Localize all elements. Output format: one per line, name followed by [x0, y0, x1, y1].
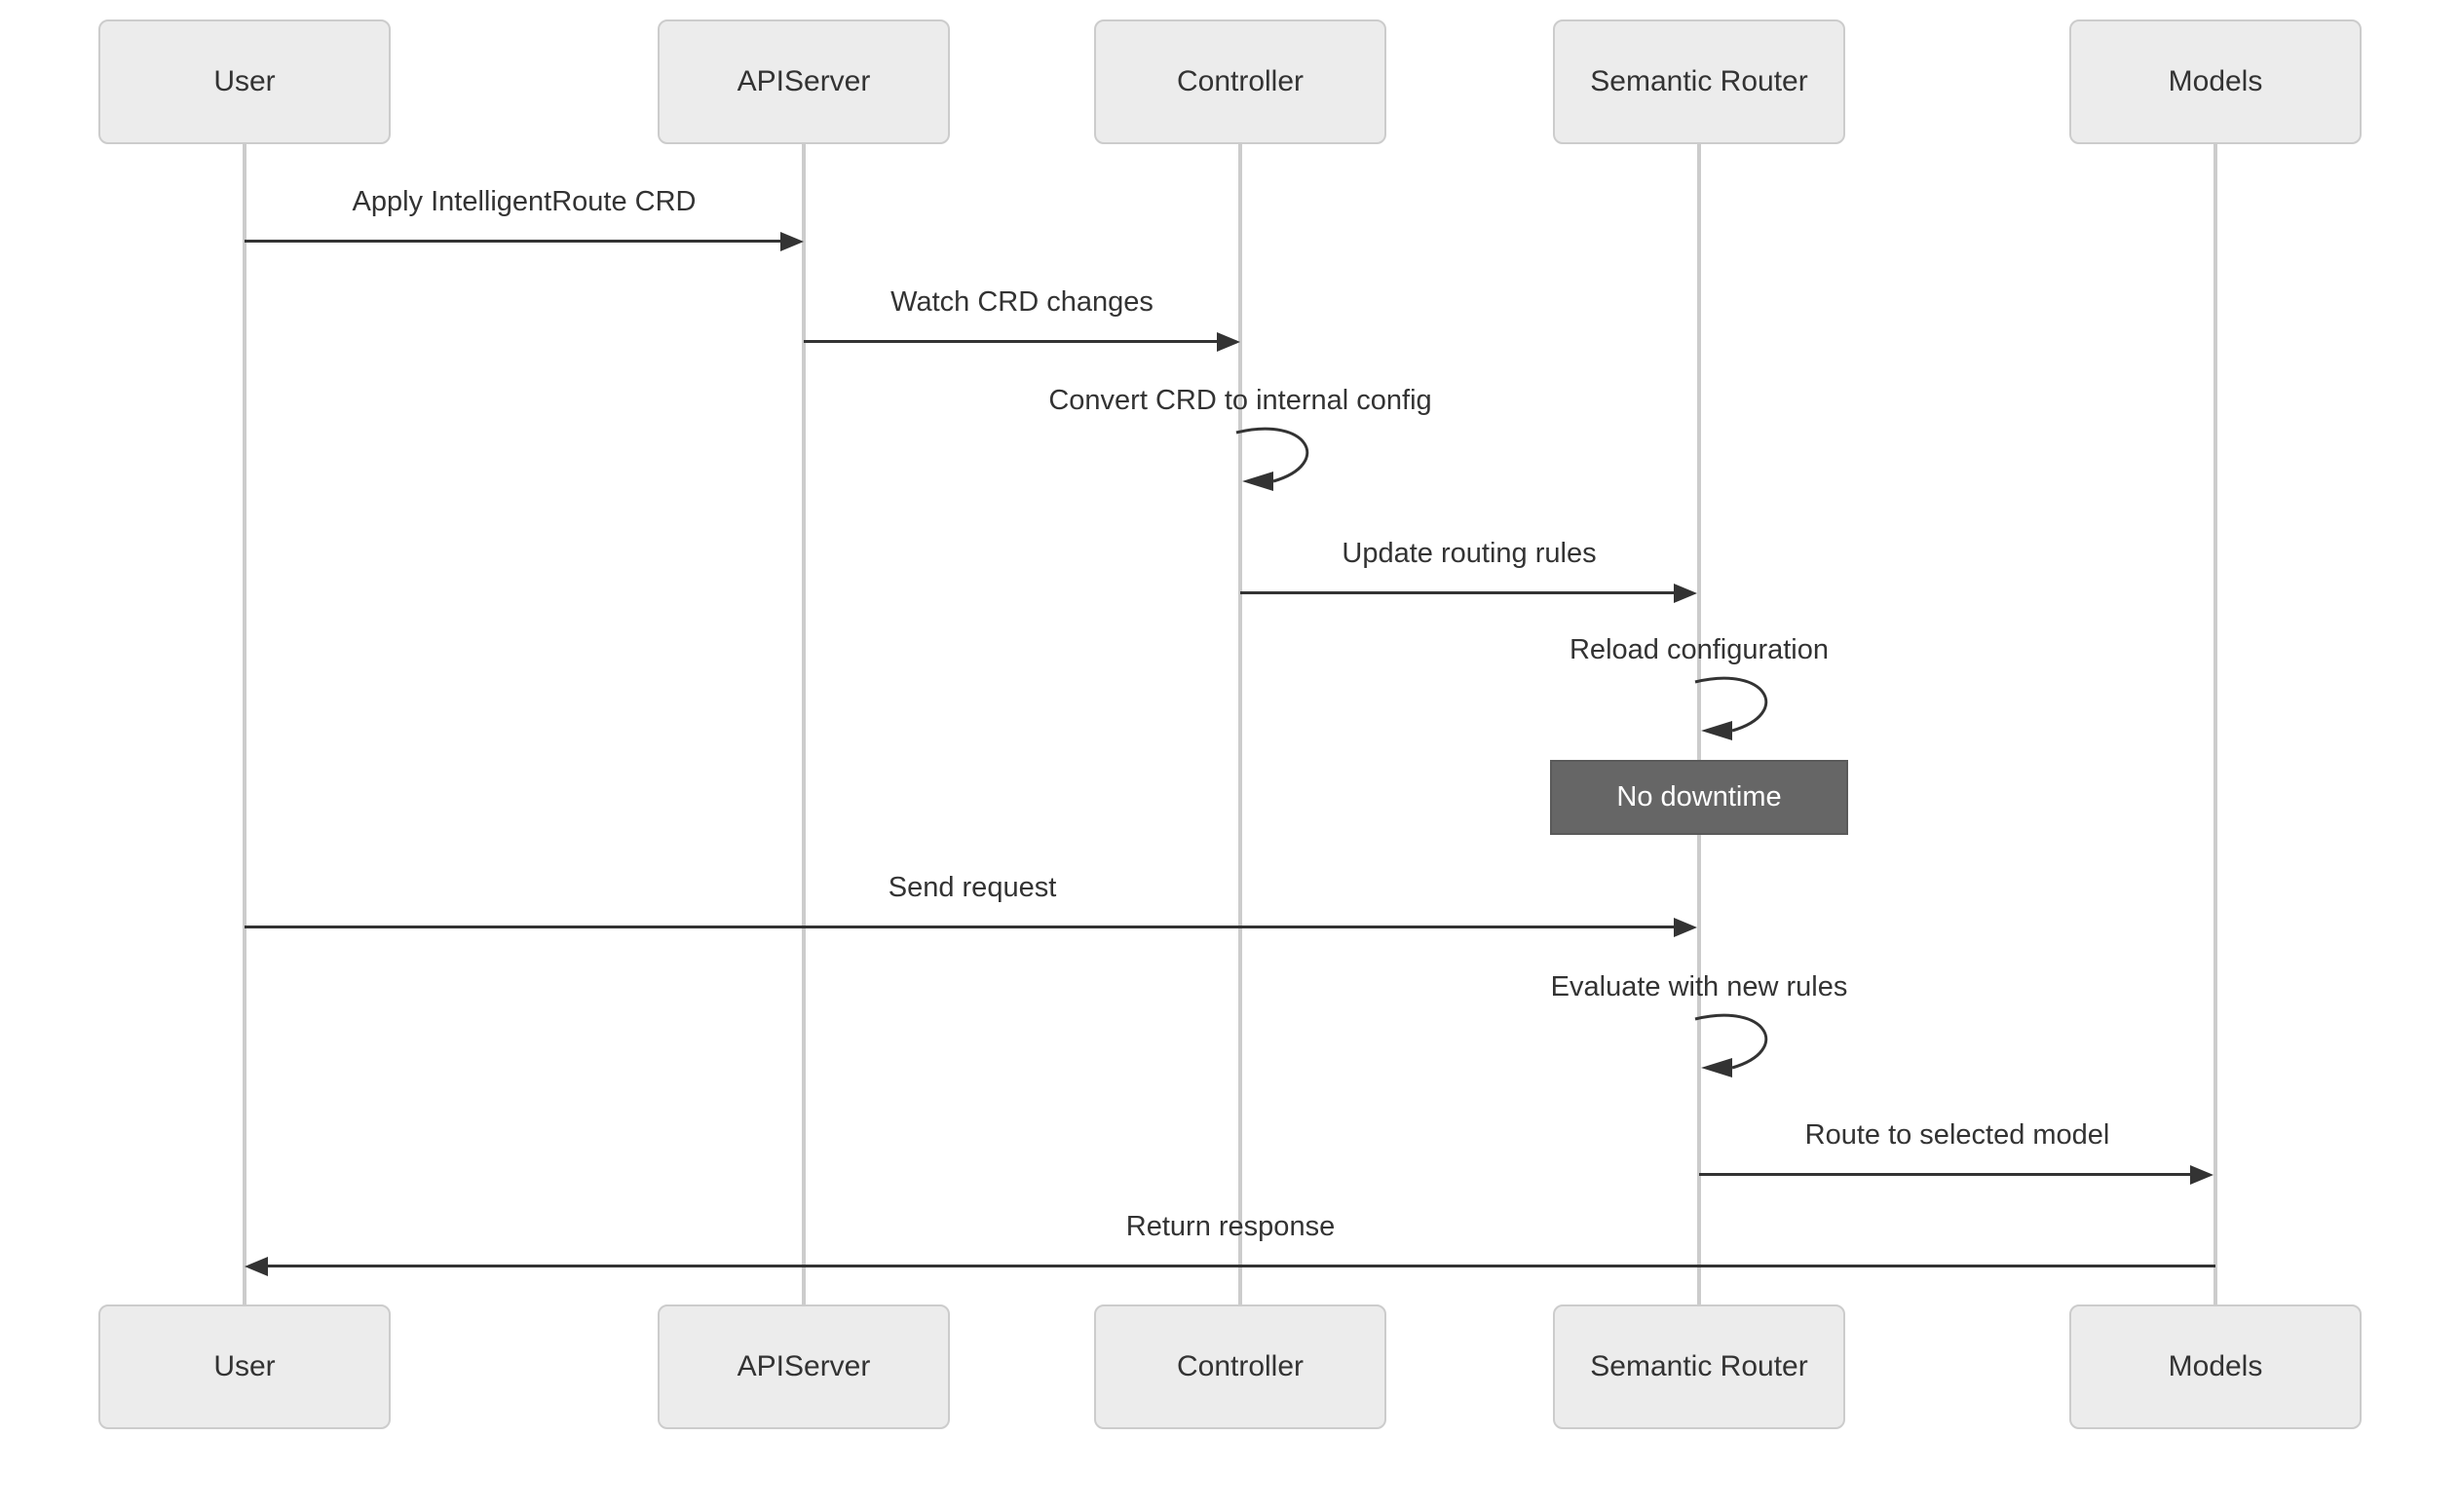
arrowhead-right-icon: [1674, 584, 1697, 603]
arrowhead-left-icon: [245, 1257, 268, 1276]
actor-label: APIServer: [737, 65, 871, 97]
message-label-watch-crd-changes: Watch CRD changes: [890, 286, 1154, 318]
actor-label: User: [213, 1350, 276, 1382]
message-line: [266, 1265, 2215, 1267]
note-no-downtime: No downtime: [1550, 760, 1848, 835]
self-loop-arrow-icon: [1694, 1013, 1768, 1077]
note-label: No downtime: [1616, 781, 1782, 813]
message-label-apply-intelligentroute-crd: Apply IntelligentRoute CRD: [352, 186, 697, 217]
arrowhead-right-icon: [780, 232, 804, 251]
lifeline-apiserver: [802, 144, 806, 1304]
message-label-reload-configuration: Reload configuration: [1569, 634, 1830, 665]
actor-label: Semantic Router: [1590, 65, 1808, 97]
message-label-convert-crd: Convert CRD to internal config: [1048, 385, 1432, 416]
message-line: [804, 340, 1219, 343]
message-line: [245, 240, 782, 243]
lifeline-user: [243, 144, 246, 1304]
arrowhead-right-icon: [1217, 332, 1240, 352]
actor-label: Controller: [1176, 1350, 1305, 1382]
arrowhead-right-icon: [1674, 918, 1697, 937]
actor-top-controller: Controller: [1094, 19, 1386, 144]
actor-label: APIServer: [737, 1350, 871, 1382]
self-loop-arrow-icon: [1235, 427, 1309, 491]
actor-top-semantic-router: Semantic Router: [1553, 19, 1845, 144]
actor-top-user: User: [98, 19, 391, 144]
lifeline-controller: [1238, 144, 1242, 1304]
lifeline-models: [2213, 144, 2217, 1304]
lifeline-semantic-router: [1697, 144, 1701, 1304]
actor-bottom-models: Models: [2069, 1304, 2362, 1429]
message-label-evaluate-with-new-rules: Evaluate with new rules: [1550, 971, 1848, 1002]
actor-bottom-apiserver: APIServer: [658, 1304, 950, 1429]
message-label-send-request: Send request: [888, 872, 1057, 903]
actor-label: Models: [2168, 1350, 2263, 1382]
actor-top-apiserver: APIServer: [658, 19, 950, 144]
self-loop-arrow-icon: [1694, 676, 1768, 740]
message-label-route-to-selected-model: Route to selected model: [1804, 1119, 2110, 1151]
actor-bottom-semantic-router: Semantic Router: [1553, 1304, 1845, 1429]
actor-label: Controller: [1176, 65, 1305, 97]
message-line: [1699, 1173, 2192, 1176]
message-line: [245, 926, 1676, 928]
actor-top-models: Models: [2069, 19, 2362, 144]
arrowhead-right-icon: [2190, 1165, 2213, 1185]
message-label-return-response: Return response: [1125, 1211, 1336, 1242]
actor-bottom-controller: Controller: [1094, 1304, 1386, 1429]
message-line: [1240, 591, 1676, 594]
actor-bottom-user: User: [98, 1304, 391, 1429]
message-label-update-routing-rules: Update routing rules: [1342, 538, 1597, 569]
actor-label: Semantic Router: [1590, 1350, 1808, 1382]
actor-label: Models: [2168, 65, 2263, 97]
actor-label: User: [213, 65, 276, 97]
